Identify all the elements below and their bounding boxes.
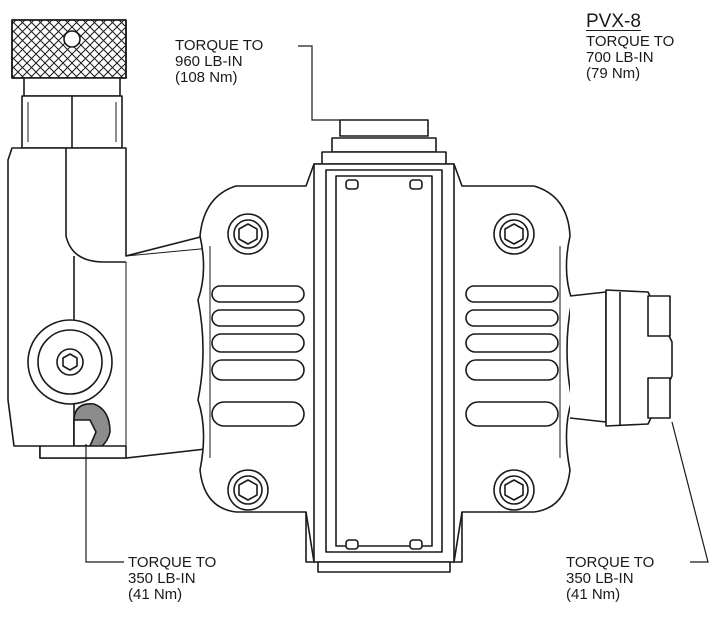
callout-br-line2: 350 LB-IN <box>566 570 634 587</box>
callout-br-line3: (41 Nm) <box>566 586 621 603</box>
right-fitting <box>569 289 673 427</box>
callout-right-line1: TORQUE TO <box>586 33 675 50</box>
leader-top <box>298 45 340 121</box>
callout-top-line1: TORQUE TO <box>175 37 264 54</box>
callout-bottom-left-torque: TORQUE TO 350 LB-IN (41 Nm) <box>128 555 216 603</box>
callout-br-line1: TORQUE TO <box>566 554 655 571</box>
callout-right-line3: (79 Nm) <box>586 65 641 82</box>
callout-bottom-right-torque: TORQUE TO 350 LB-IN (41 Nm) <box>566 555 654 603</box>
slots-left <box>211 285 305 427</box>
leader-bottom-left <box>85 444 124 563</box>
slots-right <box>465 285 559 427</box>
callout-model-torque: PVX-8 TORQUE TO 700 LB-IN (79 Nm) <box>586 12 674 82</box>
leader-lines <box>85 45 709 563</box>
hex-fitting <box>21 77 123 149</box>
bolt-bottom-left <box>227 469 269 511</box>
bolt-top-right <box>493 213 535 255</box>
callout-bl-line3: (41 Nm) <box>128 586 183 603</box>
main-housing <box>197 119 573 573</box>
leader-bottom-right <box>671 421 709 563</box>
model-label: PVX-8 <box>586 11 641 32</box>
left-valve-body <box>7 147 233 459</box>
callout-top-line3: (108 Nm) <box>175 69 238 86</box>
bolt-top-left <box>227 213 269 255</box>
callout-bl-line2: 350 LB-IN <box>128 570 196 587</box>
callout-bl-line1: TORQUE TO <box>128 554 217 571</box>
callout-top-torque: TORQUE TO 960 LB-IN (108 Nm) <box>175 38 263 86</box>
knurled-knob <box>11 19 127 79</box>
callout-top-line2: 960 LB-IN <box>175 53 243 70</box>
callout-right-line2: 700 LB-IN <box>586 49 654 66</box>
bolt-bottom-right <box>493 469 535 511</box>
